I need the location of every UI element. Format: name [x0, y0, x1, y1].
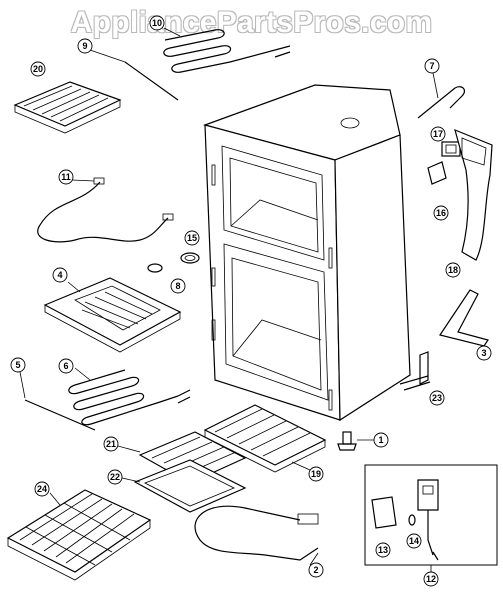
callout-label-23: 23	[432, 393, 442, 403]
callout-label-17: 17	[433, 129, 443, 139]
callout-label-2: 2	[313, 565, 318, 575]
callout-label-16: 16	[436, 208, 446, 218]
callout-20: 20	[30, 61, 46, 77]
callout-14: 14	[406, 533, 422, 549]
callout-label-5: 5	[15, 360, 20, 370]
callout-label-20: 20	[33, 64, 43, 74]
part-oven-bottom-panel	[43, 277, 182, 353]
part-oven-rack-upper	[13, 81, 122, 134]
part-grommet	[147, 263, 163, 273]
part-light-socket	[427, 161, 447, 185]
part-kit-box	[364, 464, 498, 573]
callout-1: 1	[373, 432, 389, 448]
callout-label-18: 18	[448, 265, 458, 275]
part-hinge-bracket	[439, 289, 489, 347]
callout-13: 13	[375, 542, 391, 558]
callout-5: 5	[10, 357, 26, 373]
callout-label-21: 21	[106, 439, 116, 449]
callout-22: 22	[107, 469, 123, 485]
callout-label-9: 9	[82, 41, 87, 51]
callout-7: 7	[424, 58, 440, 74]
callout-4: 4	[52, 267, 68, 283]
callout-label-6: 6	[63, 361, 68, 371]
callout-16: 16	[433, 205, 449, 221]
oven-cavity-cabinet	[203, 84, 411, 422]
callout-23: 23	[429, 390, 445, 406]
callout-label-13: 13	[378, 545, 388, 555]
part-vent-rod	[89, 49, 179, 101]
callout-12: 12	[423, 571, 439, 587]
callout-6: 6	[58, 358, 74, 374]
callout-label-22: 22	[110, 472, 120, 482]
callout-8: 8	[170, 278, 186, 294]
part-oven-rack-large	[6, 489, 152, 581]
callout-label-12: 12	[426, 574, 436, 584]
callout-label-24: 24	[37, 484, 47, 494]
callout-3: 3	[476, 345, 492, 361]
callout-label-11: 11	[61, 172, 71, 182]
part-rack-support-rod	[19, 371, 96, 431]
callout-2: 2	[308, 562, 324, 578]
part-oven-rack-lower	[203, 404, 327, 473]
callout-17: 17	[430, 126, 446, 142]
callout-15: 15	[184, 230, 200, 246]
callout-label-10: 10	[152, 18, 162, 28]
callout-18: 18	[445, 262, 461, 278]
part-door-switch	[441, 141, 461, 157]
callout-label-15: 15	[187, 233, 197, 243]
part-bake-element	[68, 367, 191, 426]
callout-label-1: 1	[378, 435, 383, 445]
part-insulation-pad	[180, 252, 200, 264]
part-lower-bake-element	[194, 505, 319, 566]
watermark-text: AppliancePartsPros.com	[70, 6, 433, 39]
callout-10: 10	[149, 15, 165, 31]
callout-label-8: 8	[175, 281, 180, 291]
part-anti-tip-bracket	[399, 351, 431, 391]
part-broil-element	[163, 27, 291, 73]
part-bake-element-wire	[37, 177, 174, 243]
part-side-trim-panel	[454, 128, 493, 261]
part-leveling-leg	[337, 431, 375, 451]
callout-label-14: 14	[409, 536, 419, 546]
callout-label-4: 4	[57, 270, 62, 280]
callout-label-3: 3	[481, 348, 486, 358]
callout-label-19: 19	[311, 469, 321, 479]
callout-11: 11	[58, 169, 74, 185]
part-broil-pan	[121, 459, 247, 513]
callout-21: 21	[103, 436, 119, 452]
callout-9: 9	[77, 38, 93, 54]
callout-19: 19	[308, 466, 324, 482]
callout-label-7: 7	[429, 61, 434, 71]
part-temperature-sensor	[417, 72, 466, 119]
callout-24: 24	[34, 481, 50, 497]
